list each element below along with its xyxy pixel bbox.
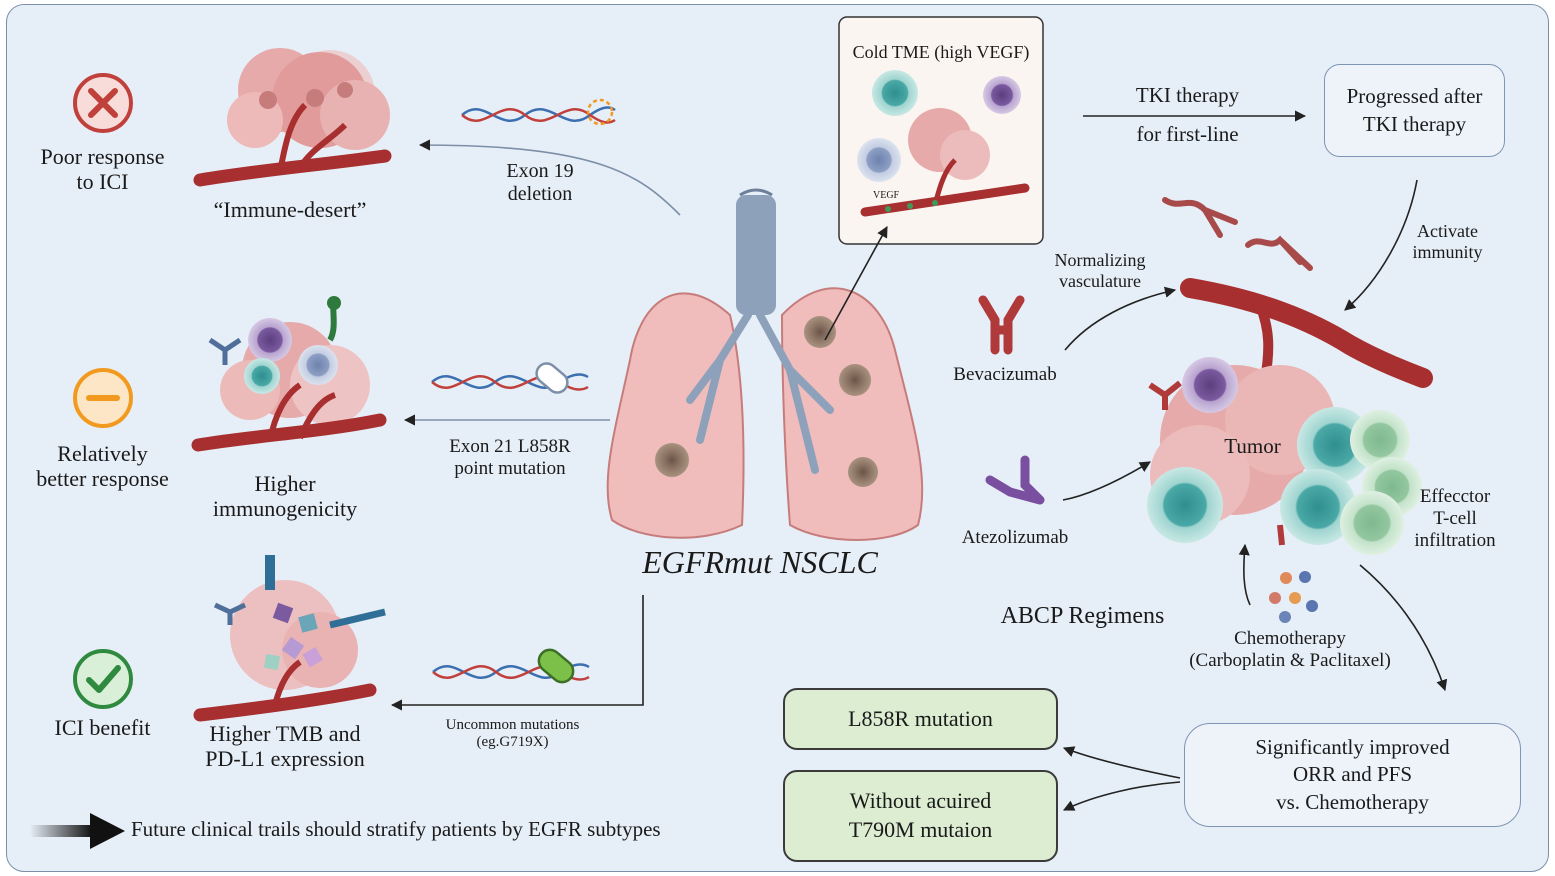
result-box: Significantly improved ORR and PFS vs. C… [1184,723,1521,827]
tki-line2: for first-line [1136,122,1239,146]
atezolizumab-label: Atezolizumab [961,527,1069,548]
mutation-exon21: Exon 21 L858R point mutation [449,436,571,479]
vegf-label: VEGF [873,190,900,201]
outcome-benefit: ICI benefit [54,715,151,740]
antibody-icon [978,295,1025,355]
cold-tme-illustration [857,70,1030,217]
immunogenic-tumor [191,296,387,452]
chemo-label: Chemotherapy (Carboplatin & Paclitaxel) [1189,628,1391,671]
dna-icon [432,648,590,684]
tki-line1: TKI therapy [1135,83,1240,107]
antibody-icon [985,455,1045,505]
phenotype-immunogenicity: Higher immunogenicity [212,471,358,522]
phenotype-desert: “Immune-desert” [213,197,367,222]
dna-icon [431,362,589,394]
minus-circle-icon [73,368,133,428]
title: EGFRmut NSCLC [642,544,878,580]
t790m-box: Without acuired T790M mutaion [783,770,1058,862]
phenotype-tmb: Higher TMB and PD-L1 expression [205,721,365,772]
activate-label: Activate immunity [1412,221,1483,262]
immune-desert-tumor [193,48,392,187]
l858r-box: L858R mutation [783,688,1058,750]
tumor-label: Tumor [1224,434,1281,458]
mutation-uncommon: Uncommon mutations (eg.G719X) [445,717,580,751]
chemo-dots [1269,571,1318,623]
abcp-label: ABCP Regimens [1000,603,1165,629]
mutation-exon19: Exon 19 deletion [506,160,574,205]
tumor-illustration [1147,278,1433,555]
antibody-icon [1162,197,1313,271]
high-tmb-tumor [193,555,386,722]
footer-text: Future clinical trails should stratify p… [131,817,661,841]
arrows [390,110,1448,811]
bevacizumab-label: Bevacizumab [953,364,1057,385]
effector-label: Effecctor T-cell infiltration [1414,486,1496,551]
outcome-poor: Poor response to ICI [40,144,165,195]
check-circle-icon [73,649,133,709]
progressed-box: Progressed after TKI therapy [1324,64,1505,157]
tme-title: Cold TME (high VEGF) [852,42,1030,62]
normalizing-label: Normalizing vasculature [1054,250,1146,291]
x-circle-icon [73,73,133,133]
dna-icon [461,98,616,126]
future-arrow [30,813,125,849]
lung-icon [606,188,924,541]
outcome-relative: Relatively better response [36,441,169,492]
